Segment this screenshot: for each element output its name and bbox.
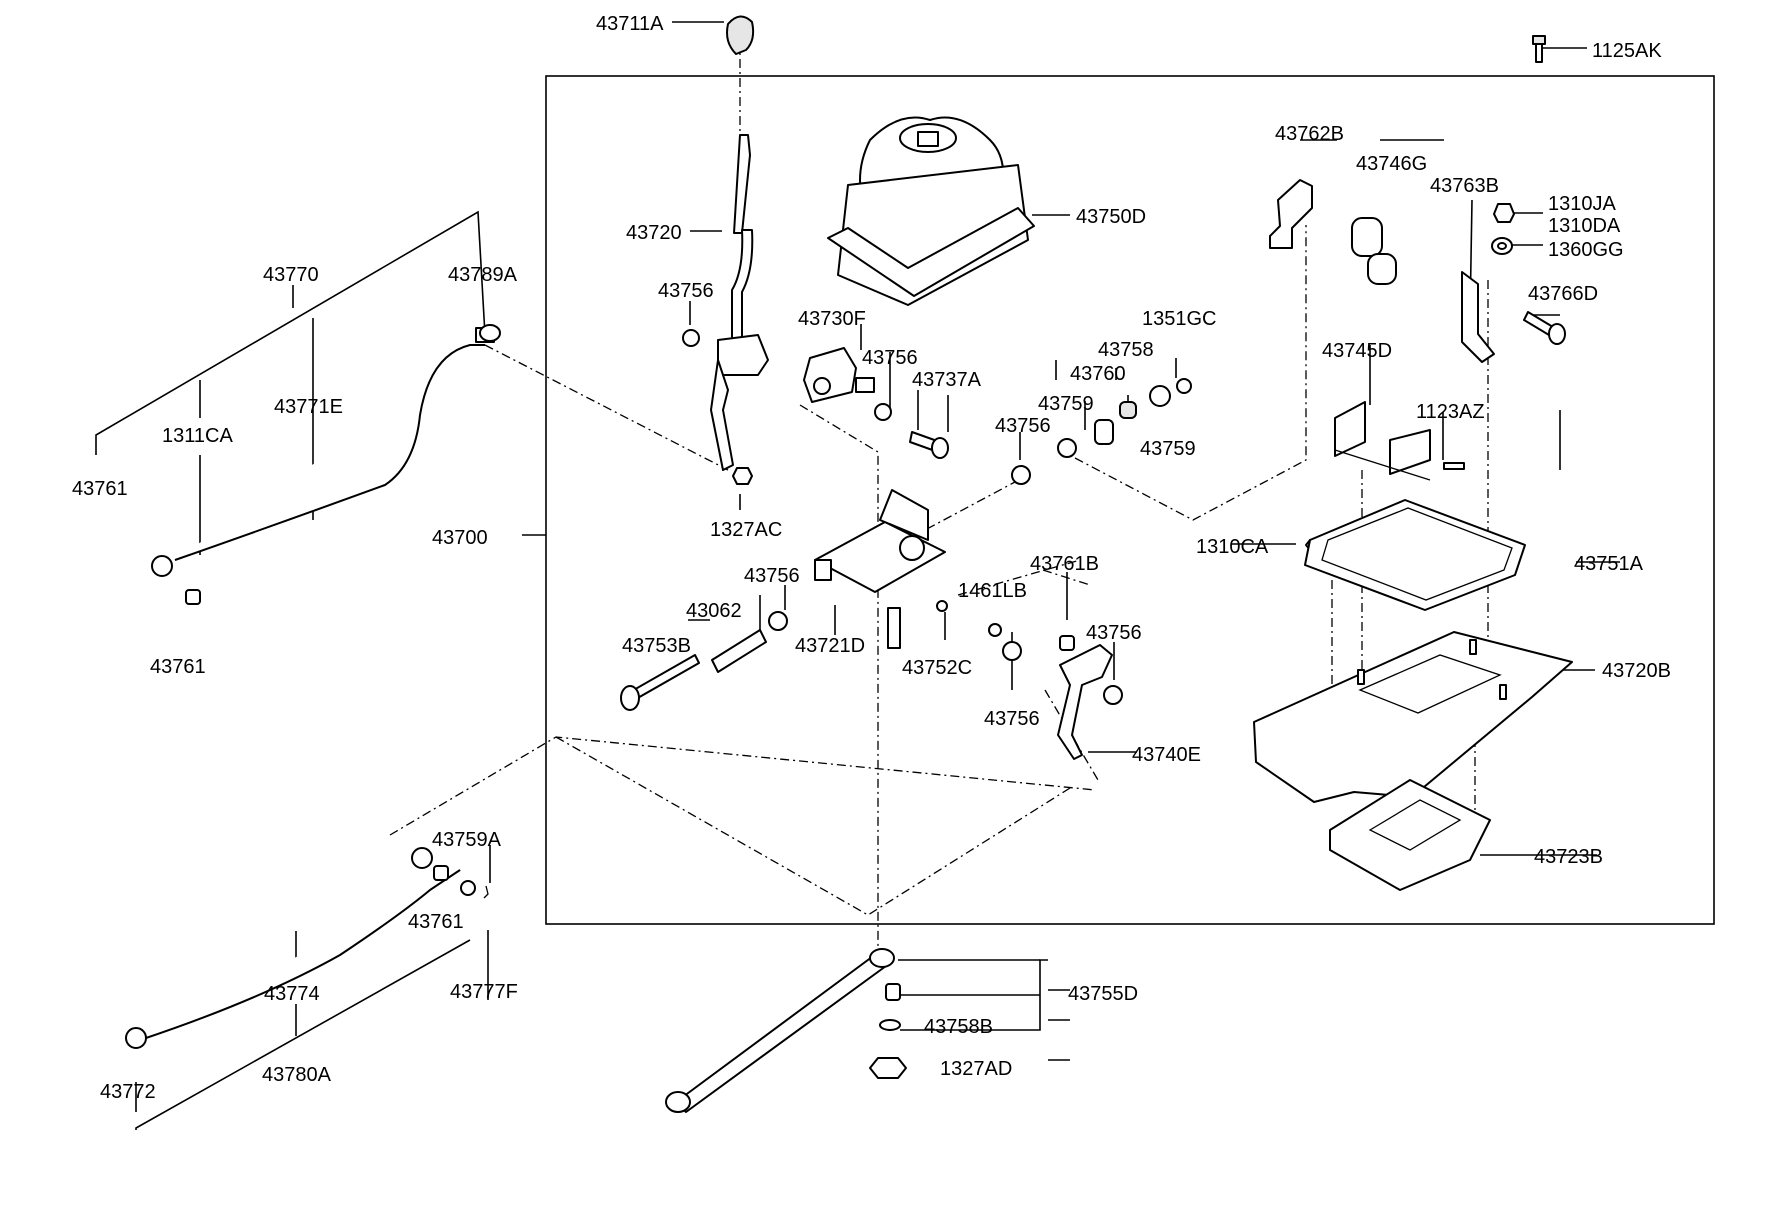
boot-43750D <box>827 116 1035 306</box>
clip-43752C <box>936 600 948 612</box>
label-43771E: 43771E <box>274 396 343 418</box>
label-43746G: 43746G <box>1356 153 1427 175</box>
part-labels: 43711A 1125AK 43720 43750D 43762B 43746G… <box>72 13 1671 1103</box>
shift-lever-43720 <box>710 134 769 471</box>
bracket-43762B <box>1269 179 1313 249</box>
nut-1327AD <box>869 1057 907 1079</box>
sleeve-43062 <box>711 629 767 673</box>
pin-43777F <box>483 885 489 899</box>
label-43759-a: 43759 <box>1038 393 1094 415</box>
bushing-43761-left <box>185 589 201 605</box>
label-43750D: 43750D <box>1076 206 1146 228</box>
label-43753B: 43753B <box>622 635 691 657</box>
label-43761-b: 43761 <box>150 656 206 678</box>
washer-1360GG <box>1491 237 1513 255</box>
label-43740E: 43740E <box>1132 744 1201 766</box>
label-43756-b: 43756 <box>862 347 918 369</box>
label-43756-d: 43756 <box>744 565 800 587</box>
cable-43770 <box>151 324 501 577</box>
label-43756-a: 43756 <box>658 280 714 302</box>
label-1327AC: 1327AC <box>710 519 782 541</box>
label-43756-f: 43756 <box>984 708 1040 730</box>
bushing-43761-lower <box>433 865 449 881</box>
label-43711A: 43711A <box>596 13 664 35</box>
label-43761-a: 43761 <box>72 478 128 500</box>
label-1327AD: 1327AD <box>940 1058 1012 1080</box>
pin-43753B <box>620 654 700 711</box>
label-43774: 43774 <box>264 983 320 1005</box>
label-43759A: 43759A <box>432 829 502 851</box>
label-43777F: 43777F <box>450 981 518 1003</box>
label-43772: 43772 <box>100 1081 156 1103</box>
label-43723B: 43723B <box>1534 846 1603 868</box>
label-43766D: 43766D <box>1528 283 1598 305</box>
label-43721D: 43721D <box>795 635 865 657</box>
label-1310JA: 1310JA <box>1548 193 1616 215</box>
bushing-43755D-part <box>885 983 901 1001</box>
label-43758: 43758 <box>1098 339 1154 361</box>
bolt-1125AK <box>1532 35 1546 63</box>
bushing-43761B <box>1059 635 1075 651</box>
clip-1461LB <box>988 623 1002 637</box>
label-1310DA: 1310DA <box>1548 215 1621 237</box>
label-43751A: 43751A <box>1574 553 1644 575</box>
label-1125AK: 1125AK <box>1592 40 1662 62</box>
lever-43740E <box>1057 644 1113 760</box>
label-1351GC: 1351GC <box>1142 308 1217 330</box>
label-1360GG: 1360GG <box>1548 239 1624 261</box>
label-43756-e: 43756 <box>1086 622 1142 644</box>
bushing-43746G <box>1351 217 1397 285</box>
knob-43711A <box>726 15 755 55</box>
rod-43755D <box>665 948 895 1113</box>
label-43763B: 43763B <box>1430 175 1499 197</box>
nut-1327AC <box>732 467 753 485</box>
label-43745D: 43745D <box>1322 340 1392 362</box>
nut-1310JA <box>1493 203 1515 223</box>
label-43759-b: 43759 <box>1140 438 1196 460</box>
label-43760: 43760 <box>1070 363 1126 385</box>
label-43737A: 43737A <box>912 369 982 391</box>
label-43761-c: 43761 <box>408 911 464 933</box>
label-43780A: 43780A <box>262 1064 332 1086</box>
washer-43759A <box>460 880 476 896</box>
label-43770: 43770 <box>263 264 319 286</box>
label-43762B: 43762B <box>1275 123 1344 145</box>
cable-43774 <box>125 847 461 1049</box>
label-43758B: 43758B <box>924 1016 993 1038</box>
washers-43756 <box>682 329 1123 705</box>
springs-43758-43760 <box>1057 378 1192 458</box>
gasket-43751A <box>1304 499 1526 611</box>
housing-43721D <box>814 489 946 649</box>
label-43752C: 43752C <box>902 657 972 679</box>
label-43756-c: 43756 <box>995 415 1051 437</box>
label-43062: 43062 <box>686 600 742 622</box>
pin-43766D <box>1523 311 1566 345</box>
label-1461LB: 1461LB <box>958 580 1027 602</box>
base-plate-43720B <box>1253 631 1573 803</box>
label-1311CA: 1311CA <box>162 425 233 447</box>
label-43730F: 43730F <box>798 308 866 330</box>
label-43720: 43720 <box>626 222 682 244</box>
label-1123AZ: 1123AZ <box>1416 401 1485 423</box>
label-1310CA: 1310CA <box>1196 536 1269 558</box>
selector-43730F <box>803 347 875 403</box>
cover-43723B <box>1329 779 1491 891</box>
assembly-43700-frame <box>545 75 1715 925</box>
pin-43737A <box>909 431 949 459</box>
bracket-43763B <box>1461 271 1495 363</box>
label-43720B: 43720B <box>1602 660 1671 682</box>
label-43700: 43700 <box>432 527 488 549</box>
washer-43758B <box>879 1019 901 1031</box>
screw-1123AZ <box>1443 462 1465 470</box>
label-43755D: 43755D <box>1068 983 1138 1005</box>
leader-lines <box>95 21 1620 1130</box>
label-43761B: 43761B <box>1030 553 1099 575</box>
label-43789A: 43789A <box>448 264 518 286</box>
bracket-43745D <box>1334 401 1431 481</box>
